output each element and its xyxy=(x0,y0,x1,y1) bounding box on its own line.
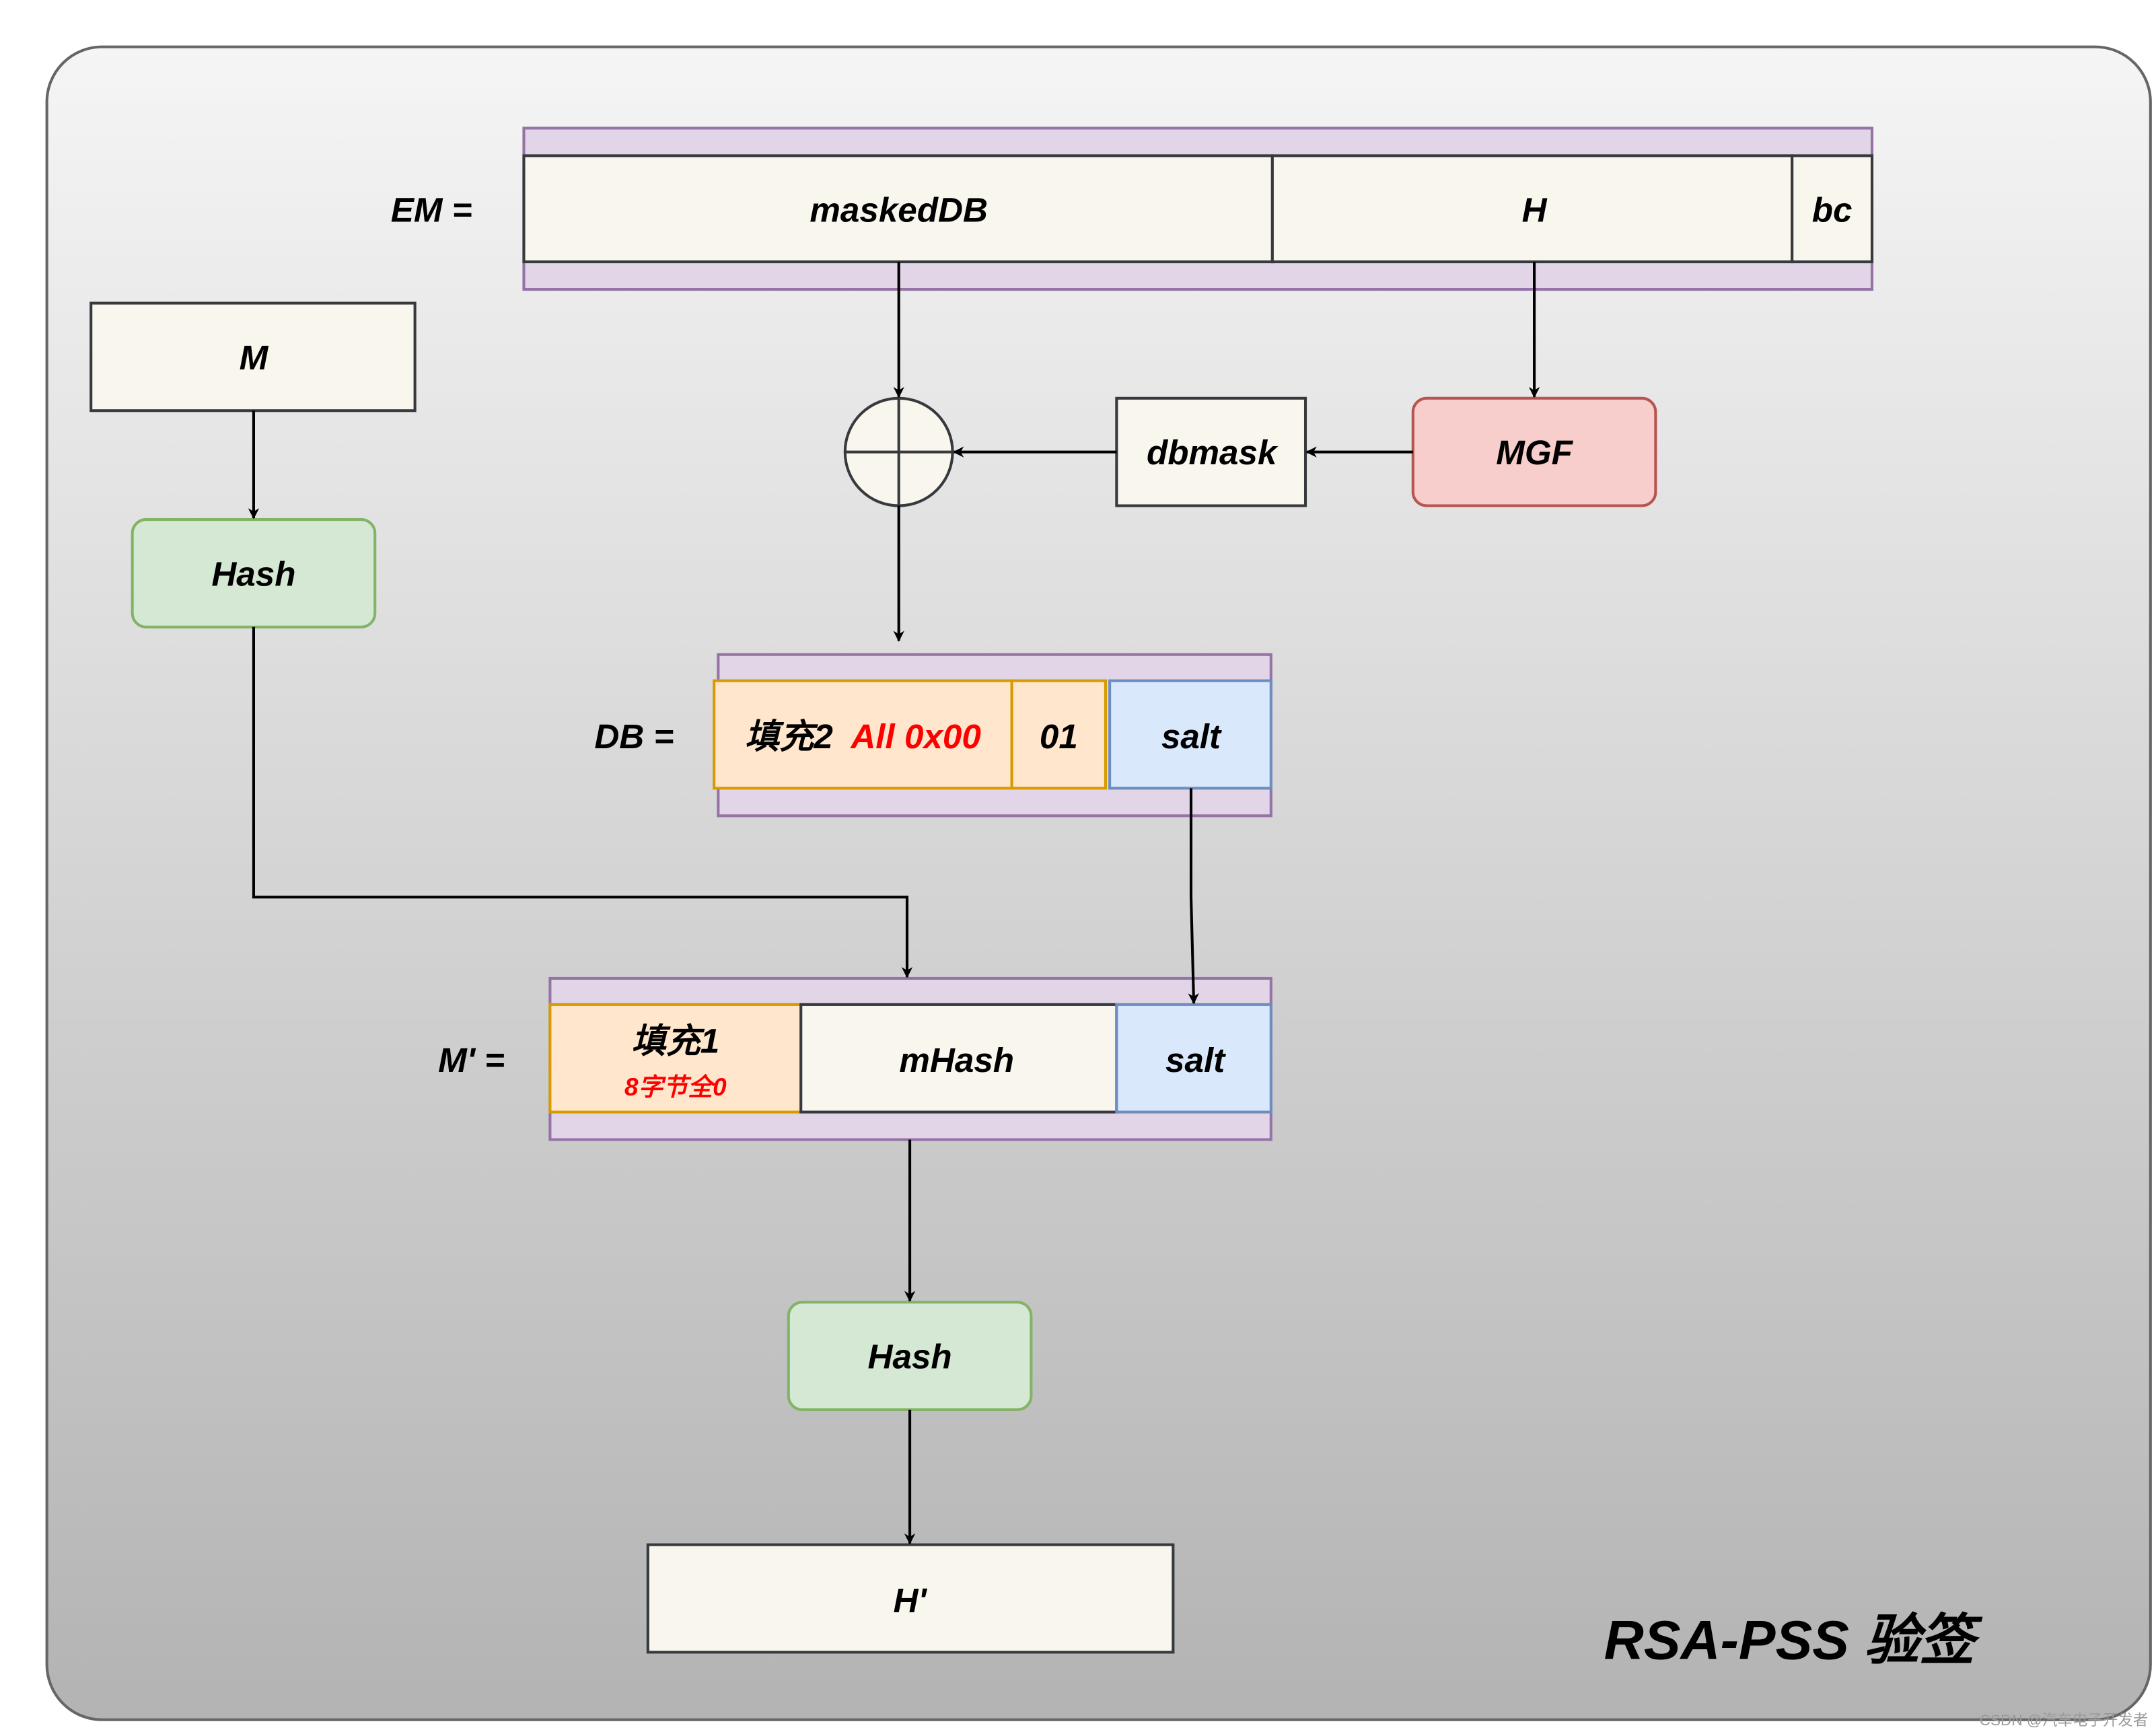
db-pad2-value: All 0x00 xyxy=(849,717,981,756)
em-field-h-label: H xyxy=(1522,191,1548,229)
hash-bottom-label: Hash xyxy=(867,1338,951,1376)
em-field-h[interactable] xyxy=(1270,154,1794,264)
db-salt-field[interactable] xyxy=(1108,679,1272,790)
dbmask-box[interactable] xyxy=(1115,396,1307,507)
mgf-label: MGF xyxy=(1496,433,1573,472)
background-panel xyxy=(45,45,2152,1721)
em-field-bc-label: bc xyxy=(1812,191,1853,229)
db-salt-label: salt xyxy=(1161,717,1222,756)
db-sep-label: 01 xyxy=(1040,717,1078,756)
arrow-hash-to-mprime xyxy=(252,626,913,978)
mprime-label: M' = xyxy=(438,1041,505,1079)
dbmask-label: dbmask xyxy=(1147,433,1279,472)
h-prime-label: H' xyxy=(893,1581,927,1620)
em-field-maskeddb[interactable] xyxy=(522,154,1274,264)
mprime-mhash-label: mHash xyxy=(899,1041,1014,1079)
watermark: CSDN @汽车电子开发者 xyxy=(1980,1712,2149,1728)
mprime-salt-label: salt xyxy=(1165,1041,1226,1079)
arrow-salt-to-mprime xyxy=(1188,788,1199,1005)
hash-top-label: Hash xyxy=(211,554,295,593)
mprime-mhash-field[interactable] xyxy=(799,1003,1118,1114)
m-box-label: M xyxy=(240,338,269,377)
em-field-bc[interactable] xyxy=(1791,154,1874,264)
mprime-pad1-field[interactable] xyxy=(548,1003,803,1114)
db-pad2-label: 填充2 xyxy=(745,717,833,756)
xor-icon xyxy=(843,396,954,507)
diagram-title: RSA-PSS 验签 xyxy=(1604,1610,1983,1671)
mprime-salt-field[interactable] xyxy=(1115,1003,1272,1114)
em-label: EM = xyxy=(391,191,472,229)
h-prime-box[interactable] xyxy=(646,1543,1175,1654)
db-pad2-text: 填充2 All 0x00 xyxy=(745,717,981,756)
db-label: DB = xyxy=(594,717,674,756)
em-field-maskeddb-label: maskedDB xyxy=(810,191,988,229)
hash-bottom-box[interactable] xyxy=(787,1301,1033,1411)
mprime-pad1-note: 8字节全0 xyxy=(624,1073,727,1101)
db-sep-field[interactable] xyxy=(1010,679,1108,790)
mprime-pad1-label: 填充1 xyxy=(631,1022,719,1060)
